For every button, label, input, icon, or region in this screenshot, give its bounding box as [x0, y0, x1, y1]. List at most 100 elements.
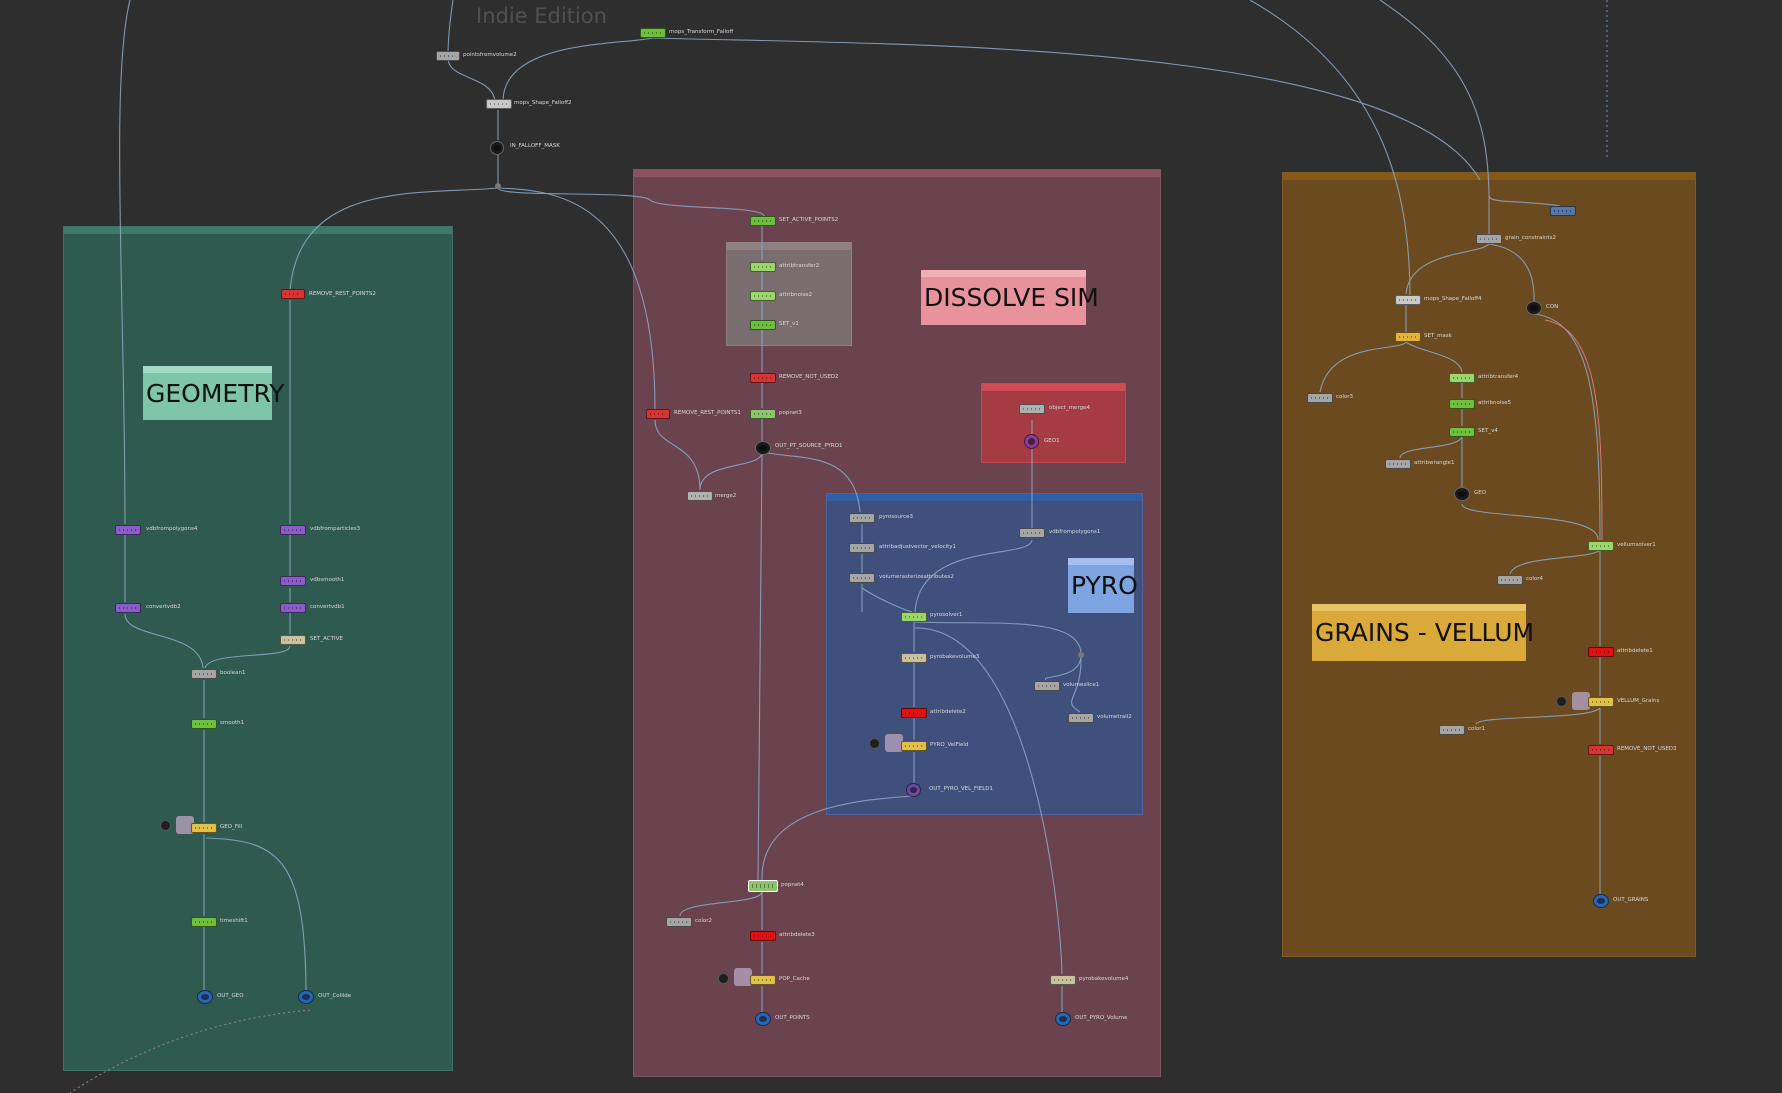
wire — [913, 627, 1063, 975]
node-remove-not-used2[interactable] — [750, 373, 776, 383]
node-out-pyro-vel-field1[interactable] — [906, 783, 921, 797]
node-smooth1[interactable] — [191, 719, 217, 729]
node-out-collide[interactable] — [298, 990, 314, 1004]
node-vdbfromparticles3[interactable] — [280, 525, 306, 535]
node-attribnoise5[interactable] — [1449, 399, 1475, 409]
network-box-geometry-titlebar[interactable] — [64, 227, 452, 234]
node-label: convertvdb1 — [310, 604, 345, 610]
node-volumeslice1[interactable] — [1034, 681, 1060, 691]
node-pyrosource3[interactable] — [849, 513, 875, 523]
sticky-note-geometry[interactable]: GEOMETRY — [143, 366, 285, 420]
network-box-geo-source[interactable] — [981, 383, 1126, 463]
sticky-note-pyro[interactable]: PYRO — [1068, 558, 1138, 613]
node-pyrobakevolume4[interactable] — [1050, 975, 1076, 985]
cache-status-icon[interactable] — [160, 820, 171, 831]
node-attribwrangle1[interactable] — [1385, 459, 1411, 469]
wire — [654, 419, 701, 491]
node-out-geo[interactable] — [197, 990, 213, 1004]
node-label: GEO1 — [1044, 438, 1060, 444]
node-color2[interactable] — [666, 917, 692, 927]
node-volumerasterizeattributes2[interactable] — [849, 573, 875, 583]
node-attribtransfer2[interactable] — [750, 262, 776, 272]
wire — [1405, 341, 1463, 373]
node-out-points[interactable] — [755, 1012, 771, 1026]
node-remove-rest-points1[interactable] — [646, 409, 670, 419]
node-timeshift1[interactable] — [191, 917, 217, 927]
node-merge2[interactable] — [687, 491, 713, 501]
node-geo1[interactable] — [1024, 434, 1039, 449]
node-con[interactable] — [1526, 301, 1542, 315]
node-label: SET_mask — [1424, 333, 1452, 339]
node-popnet3[interactable] — [750, 409, 776, 419]
network-box-attrib-subgroup[interactable] — [726, 242, 852, 346]
wire-dot[interactable] — [495, 183, 501, 189]
node-remove-not-used3[interactable] — [1588, 745, 1614, 755]
wire — [204, 645, 291, 669]
node-convertvdb2[interactable] — [115, 603, 141, 613]
node-vdbsmooth1[interactable] — [280, 576, 306, 586]
node-label: REMOVE_NOT_USED2 — [779, 374, 839, 380]
watermark-label: Indie Edition — [476, 4, 607, 28]
node-set-v1[interactable] — [750, 320, 776, 330]
node-geo[interactable] — [1454, 487, 1470, 501]
network-box-pyro-titlebar[interactable] — [827, 494, 1142, 501]
node-set-active[interactable] — [280, 635, 306, 645]
node-pyrosolver1[interactable] — [901, 612, 927, 622]
sticky-note-grains-vellum[interactable]: GRAINS - VELLUM — [1312, 604, 1534, 661]
network-box-dissolve-titlebar[interactable] — [634, 170, 1160, 177]
network-box-grains[interactable] — [1282, 172, 1696, 957]
cache-status-icon[interactable] — [869, 738, 880, 749]
node-attribnoise2[interactable] — [750, 291, 776, 301]
node-attribtransfer4[interactable] — [1449, 373, 1475, 383]
wire — [447, 57, 496, 101]
network-box-geo-source-titlebar[interactable] — [982, 384, 1125, 391]
node-color4[interactable] — [1497, 575, 1523, 585]
node-pyro-velfield[interactable] — [901, 741, 927, 751]
wire-dot[interactable] — [1078, 652, 1084, 658]
node-pyrobakevolume3[interactable] — [901, 653, 927, 663]
node-set-v4[interactable] — [1449, 427, 1475, 437]
node-grain-constraints2[interactable] — [1476, 234, 1502, 244]
node-mops-transform-falloff[interactable] — [640, 28, 666, 38]
node-vellumsolver1[interactable] — [1588, 541, 1614, 551]
node-vdbfrompolygons4[interactable] — [115, 525, 141, 535]
node-out-grains[interactable] — [1593, 894, 1609, 908]
node-color3[interactable] — [1307, 393, 1333, 403]
node-label: convertvdb2 — [146, 604, 181, 610]
cache-status-icon[interactable] — [718, 973, 729, 984]
node-remove-rest-points2[interactable] — [281, 289, 305, 299]
node-object-merge4[interactable] — [1019, 404, 1045, 414]
network-box-pyro[interactable] — [826, 493, 1143, 815]
node-volumetrail2[interactable] — [1068, 713, 1094, 723]
node-popnet4[interactable] — [748, 880, 778, 892]
wire — [1405, 243, 1490, 295]
node-out-pyro-volume[interactable] — [1055, 1012, 1071, 1026]
wire — [1488, 195, 1561, 207]
node-attribadjustvector-velocity1[interactable] — [849, 543, 875, 553]
node-out-pt-source-pyro1[interactable] — [755, 441, 771, 455]
node-set-mask[interactable] — [1395, 332, 1421, 342]
node-geo-fill[interactable] — [191, 823, 217, 833]
node-attribdelete2[interactable] — [901, 708, 927, 718]
node-pointsfromvolume2[interactable] — [436, 51, 460, 61]
node-vdbfrompolygons1[interactable] — [1019, 528, 1045, 538]
node-convertvdb1[interactable] — [280, 603, 306, 613]
node-grain-constraints2-source[interactable] — [1550, 206, 1576, 216]
node-pop-cache[interactable] — [750, 975, 776, 985]
wire — [124, 613, 204, 669]
node-mops-shape-falloff2[interactable] — [486, 99, 512, 109]
node-mops-shape-falloff4[interactable] — [1395, 295, 1421, 305]
node-color1[interactable] — [1439, 725, 1465, 735]
node-in-falloff-mask[interactable] — [490, 141, 504, 155]
network-box-attrib-subgroup-titlebar[interactable] — [727, 243, 851, 250]
node-vellum-grains[interactable] — [1588, 697, 1614, 707]
sticky-note-dissolve-sim[interactable]: DISSOLVE SIM — [921, 270, 1099, 325]
node-boolean1[interactable] — [191, 669, 217, 679]
network-box-grains-titlebar[interactable] — [1283, 173, 1695, 180]
node-attribdelete1[interactable] — [1588, 647, 1614, 657]
cache-status-icon[interactable] — [1556, 696, 1567, 707]
node-set-active-points2[interactable] — [750, 216, 776, 226]
node-attribdelete3[interactable] — [750, 931, 776, 941]
file-cache-icon — [176, 816, 194, 834]
